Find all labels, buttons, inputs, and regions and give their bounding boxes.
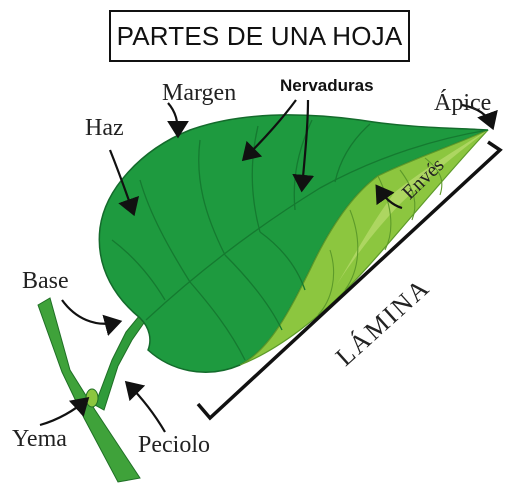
leaf-veins xyxy=(111,119,489,361)
pointer-arrows xyxy=(39,99,498,433)
lamina-bracket xyxy=(196,140,503,421)
label-apice: Ápice xyxy=(434,90,492,116)
label-nervaduras: Nervaduras xyxy=(280,76,374,95)
diagram-title: PARTES DE UNA HOJA xyxy=(109,10,410,62)
label-haz: Haz xyxy=(85,115,124,141)
label-yema: Yema xyxy=(12,426,67,452)
label-base: Base xyxy=(22,268,69,294)
branch-stem xyxy=(37,297,141,483)
underside-veins xyxy=(317,157,443,316)
label-peciolo: Peciolo xyxy=(138,432,210,458)
bud xyxy=(85,388,99,408)
label-margen: Margen xyxy=(162,80,237,106)
